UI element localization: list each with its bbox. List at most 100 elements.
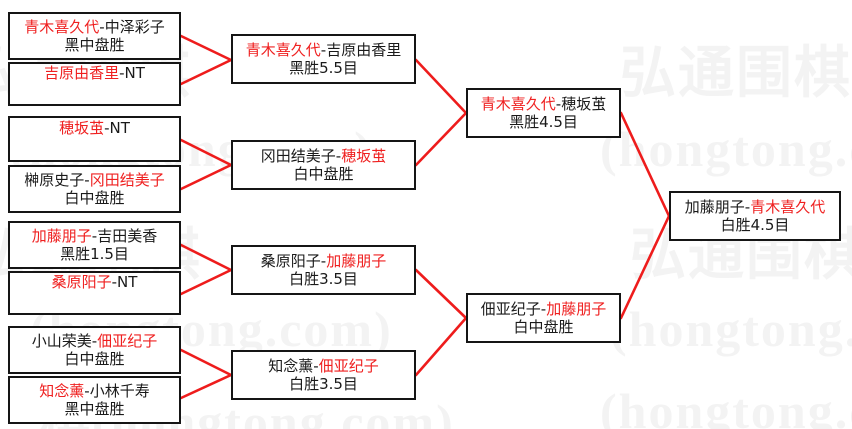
player-winner: 加藤朋子 — [326, 251, 387, 270]
player-loser: NT — [109, 118, 130, 137]
match-box-r1m6[interactable]: 桑原阳子-NT — [8, 271, 181, 315]
player-separator: - — [84, 381, 90, 400]
match-players: 冈田结美子-穂坂茧 — [261, 147, 386, 165]
player-winner: 佃亚纪子 — [318, 356, 379, 375]
match-result: 黑胜4.5目 — [509, 113, 578, 131]
connector-r1m4-to-r2m2 — [179, 163, 233, 191]
player-winner: 加藤朋子 — [546, 299, 607, 318]
player-loser: 佃亚纪子 — [480, 299, 541, 318]
player-loser: NT — [124, 63, 145, 82]
connector-r1m7-to-r2m4 — [179, 348, 233, 377]
match-players: 佃亚纪子-加藤朋子 — [481, 300, 606, 318]
player-winner: 青木喜久代 — [24, 17, 100, 36]
match-box-r1m5[interactable]: 加藤朋子-吉田美香 黑胜1.5目 — [8, 221, 181, 269]
player-loser: 桑原阳子 — [260, 251, 321, 270]
match-result: 黑中盘胜 — [64, 400, 125, 418]
player-separator: - — [111, 272, 118, 291]
player-separator: - — [99, 17, 105, 36]
player-winner: 冈田结美子 — [89, 170, 165, 189]
match-result: 白胜3.5目 — [289, 270, 358, 288]
connector-r1m6-to-r2m3 — [179, 268, 233, 296]
match-box-r1m2[interactable]: 吉原由香里-NT — [8, 62, 181, 106]
connector-r3m2-to-final — [619, 214, 671, 320]
player-separator: - — [91, 226, 98, 245]
match-result: 白中盘胜 — [293, 165, 354, 183]
match-players: 穂坂茧-NT — [59, 119, 130, 137]
player-loser: 中泽彩子 — [104, 17, 165, 36]
player-separator: - — [119, 63, 125, 82]
match-box-r1m3[interactable]: 穂坂茧-NT — [8, 116, 181, 162]
match-players: 知念薰-小林千寿 — [39, 382, 149, 400]
connector-r1m8-to-r2m4 — [179, 373, 233, 400]
match-result: 白中盘胜 — [64, 350, 125, 368]
player-winner: 穂坂茧 — [59, 118, 105, 137]
match-players: 桑原阳子-NT — [52, 273, 138, 291]
connector-r2m1-to-r3m1 — [414, 58, 468, 115]
match-result: 白中盘胜 — [513, 318, 574, 336]
player-winner: 青木喜久代 — [750, 197, 826, 216]
match-box-r1m1[interactable]: 青木喜久代-中泽彩子 黑中盘胜 — [8, 12, 181, 60]
match-result: 黑中盘胜 — [64, 36, 125, 54]
player-loser: 冈田结美子 — [260, 146, 336, 165]
player-winner: 佃亚纪子 — [97, 331, 158, 350]
match-players: 青木喜久代-中泽彩子 — [24, 18, 164, 36]
watermark-text: 弘通围棋 — [620, 41, 852, 106]
player-winner: 吉原由香里 — [44, 63, 120, 82]
player-separator: - — [91, 331, 98, 350]
match-box-r2m4[interactable]: 知念薰-佃亚纪子 白胜3.5目 — [231, 350, 416, 400]
player-loser: 知念薰 — [268, 356, 314, 375]
player-winner: 知念薰 — [39, 381, 85, 400]
match-box-r1m4[interactable]: 榊原史子-冈田结美子 白中盘胜 — [8, 165, 181, 213]
match-players: 榊原史子-冈田结美子 — [24, 171, 164, 189]
connector-r1m2-to-r2m1 — [179, 58, 233, 86]
match-box-r2m1[interactable]: 青木喜久代-吉原由香里 黑胜5.5目 — [231, 34, 416, 84]
match-players: 吉原由香里-NT — [44, 64, 145, 82]
match-players: 青木喜久代-穂坂茧 — [481, 95, 606, 113]
player-winner: 加藤朋子 — [31, 226, 92, 245]
player-loser: 吉田美香 — [97, 226, 158, 245]
watermark-text: (hongtong.com) — [600, 383, 852, 429]
player-separator: - — [320, 251, 327, 270]
player-loser: NT — [117, 272, 138, 291]
player-loser: 吉原由香里 — [326, 40, 402, 59]
connector-r2m3-to-r3m2 — [414, 268, 468, 320]
match-box-r2m2[interactable]: 冈田结美子-穂坂茧 白中盘胜 — [231, 140, 416, 190]
player-loser: 加藤朋子 — [684, 197, 745, 216]
player-loser: 穂坂茧 — [561, 94, 607, 113]
player-winner: 桑原阳子 — [51, 272, 112, 291]
match-result: 黑胜5.5目 — [289, 59, 358, 77]
match-box-r2m3[interactable]: 桑原阳子-加藤朋子 白胜3.5目 — [231, 245, 416, 295]
connector-r3m1-to-final — [619, 111, 671, 218]
watermark-text: (hongtong.com) — [600, 121, 852, 177]
match-result: 黑胜1.5目 — [60, 245, 129, 263]
match-box-r1m8[interactable]: 知念薰-小林千寿 黑中盘胜 — [8, 376, 181, 424]
connector-r1m5-to-r2m3 — [179, 243, 233, 272]
match-players: 加藤朋子-青木喜久代 — [685, 198, 825, 216]
connector-r2m4-to-r3m2 — [414, 316, 468, 377]
player-loser: 榊原史子 — [24, 170, 85, 189]
player-loser: 小山荣美 — [31, 331, 92, 350]
match-players: 小山荣美-佃亚纪子 — [32, 332, 157, 350]
player-separator: - — [320, 40, 327, 59]
match-players: 青木喜久代-吉原由香里 — [246, 41, 401, 59]
match-box-r3m1[interactable]: 青木喜久代-穂坂茧 黑胜4.5目 — [466, 88, 621, 138]
player-separator: - — [540, 299, 547, 318]
match-players: 加藤朋子-吉田美香 — [32, 227, 157, 245]
player-separator: - — [744, 197, 751, 216]
match-result: 白胜3.5目 — [289, 375, 358, 393]
player-winner: 青木喜久代 — [245, 40, 321, 59]
player-winner: 穂坂茧 — [341, 146, 387, 165]
match-box-r1m7[interactable]: 小山荣美-佃亚纪子 白中盘胜 — [8, 326, 181, 374]
connector-r1m3-to-r2m2 — [179, 138, 233, 167]
match-box-final[interactable]: 加藤朋子-青木喜久代 白胜4.5目 — [669, 191, 841, 241]
player-separator: - — [313, 356, 319, 375]
watermark-text: (hongtong.com) — [610, 301, 852, 357]
connector-r1m1-to-r2m1 — [179, 34, 233, 62]
player-separator: - — [555, 94, 562, 113]
match-players: 知念薰-佃亚纪子 — [268, 357, 378, 375]
player-separator: - — [84, 170, 90, 189]
player-winner: 青木喜久代 — [480, 94, 556, 113]
match-result: 白胜4.5目 — [720, 216, 790, 234]
match-box-r3m2[interactable]: 佃亚纪子-加藤朋子 白中盘胜 — [466, 293, 621, 343]
